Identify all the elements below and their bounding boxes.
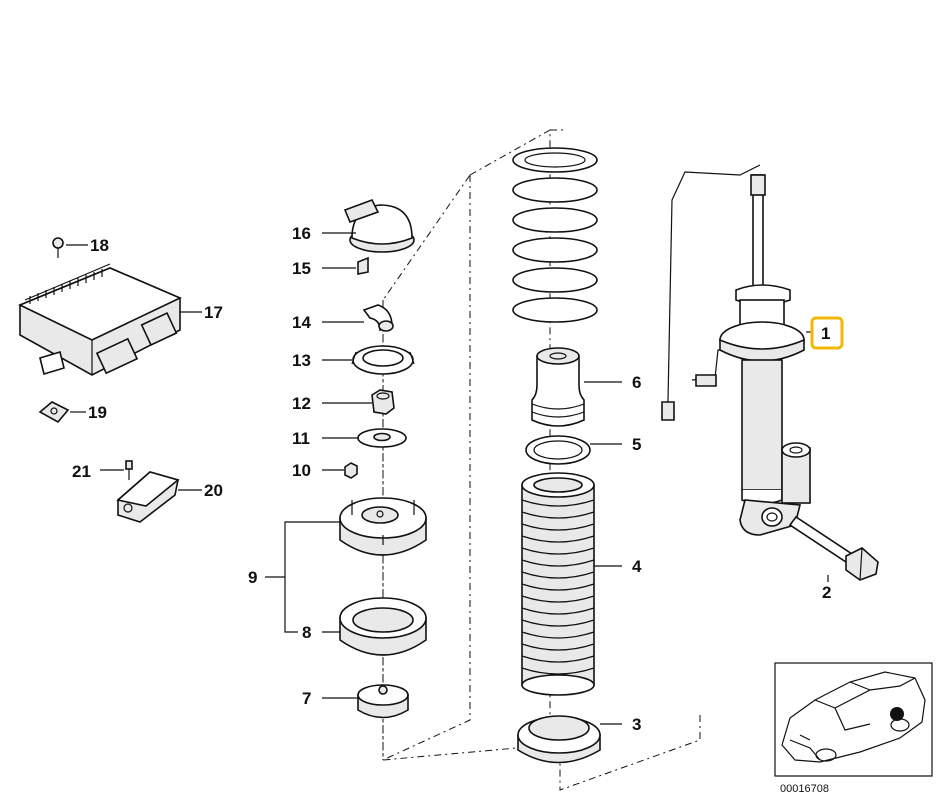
highlight-box [810, 316, 844, 350]
callout-6[interactable]: 6 [632, 373, 641, 392]
callout-15[interactable]: 15 [292, 259, 311, 278]
callout-9[interactable]: 9 [248, 568, 257, 587]
bellows-boot-part[interactable] [521, 472, 595, 696]
upper-strut-mount-part[interactable] [339, 497, 427, 556]
car-icon [781, 671, 926, 763]
inset-frame [774, 662, 933, 777]
callout-21[interactable]: 21 [72, 462, 91, 481]
bump-stop-part[interactable] [531, 347, 585, 427]
callout-13[interactable]: 13 [292, 351, 311, 370]
small-clip-part[interactable] [357, 256, 369, 275]
callout-18[interactable]: 18 [90, 236, 109, 255]
clip-nut-part[interactable] [38, 401, 70, 424]
cover-cap-part[interactable] [343, 199, 415, 253]
callout-17[interactable]: 17 [204, 303, 223, 322]
small-nut-part[interactable] [344, 462, 358, 479]
retaining-ring-part[interactable] [351, 345, 415, 375]
clip-ring-part[interactable] [525, 435, 591, 465]
callout-14[interactable]: 14 [292, 313, 311, 332]
callout-8[interactable]: 8 [302, 623, 311, 642]
washer-part[interactable] [357, 428, 407, 448]
callout-12[interactable]: 12 [292, 394, 311, 413]
callout-16[interactable]: 16 [292, 224, 311, 243]
rubber-mount-ring-part[interactable] [339, 597, 427, 656]
callout-4[interactable]: 4 [632, 557, 642, 576]
small-bolt-part[interactable] [125, 460, 133, 480]
callout-20[interactable]: 20 [204, 481, 223, 500]
callout-11[interactable]: 11 [292, 429, 310, 448]
exploded-view-frame [382, 129, 701, 791]
sensor-part[interactable] [116, 471, 180, 523]
spring-seat-part[interactable] [517, 715, 601, 764]
callout-19[interactable]: 19 [88, 403, 107, 422]
callout-labels: 18 17 19 21 20 16 15 14 13 12 11 10 9 8 … [72, 224, 844, 734]
coil-spring-part[interactable] [512, 147, 598, 323]
callout-7[interactable]: 7 [302, 689, 311, 708]
reference-number: 00016708 [780, 783, 829, 795]
car-location-inset: 00016708 [774, 662, 933, 795]
control-module-part[interactable] [18, 263, 182, 376]
callout-10[interactable]: 10 [292, 461, 311, 480]
spacer-part[interactable] [357, 684, 409, 719]
shock-absorber-part[interactable] [661, 164, 811, 536]
location-marker-icon [890, 707, 904, 721]
hex-nut-part[interactable] [371, 389, 395, 415]
leader-lines [66, 232, 829, 725]
callout-1[interactable]: 1 [821, 324, 830, 343]
hose-elbow-part[interactable] [362, 304, 394, 332]
long-bolt-part[interactable] [788, 515, 879, 581]
screw-part[interactable] [52, 237, 64, 258]
callout-5[interactable]: 5 [632, 435, 641, 454]
callout-2[interactable]: 2 [822, 583, 831, 602]
callout-3[interactable]: 3 [632, 715, 641, 734]
